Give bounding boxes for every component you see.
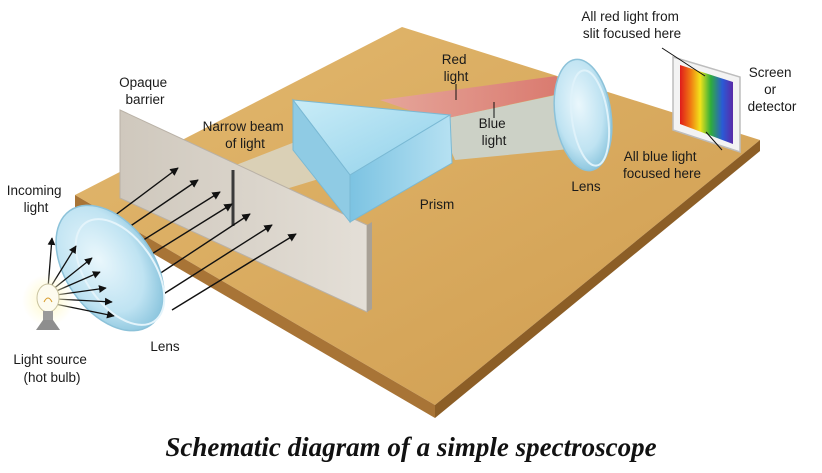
diagram-caption: Schematic diagram of a simple spectrosco… [165, 432, 657, 462]
lens-2 [553, 58, 613, 172]
label-pointers [455, 47, 723, 151]
label-light-source: Light source (hot bulb) [13, 352, 90, 385]
opaque-barrier [119, 109, 372, 313]
label-blue-light: Blue light [479, 116, 510, 148]
label-all-red-light: All red light from slit focused here [581, 9, 682, 41]
label-all-blue-light: All blue light focused here [623, 149, 701, 181]
label-screen-detector: Screen or detector [748, 65, 797, 114]
label-red-light: Red light [442, 52, 471, 84]
blue-beam [438, 92, 580, 160]
label-opaque-barrier: Opaque barrier [119, 75, 171, 107]
prism [291, 98, 453, 224]
light-bulb-icon [22, 274, 74, 330]
label-narrow-beam: Narrow beam of light [203, 119, 288, 151]
label-incoming-light: Incoming light [7, 183, 66, 215]
screen-detector [672, 55, 741, 154]
label-prism: Prism [420, 197, 455, 212]
lens-1 [55, 204, 166, 332]
label-lens-1: Lens [150, 339, 180, 354]
label-lens-2: Lens [571, 179, 601, 194]
red-beam [380, 76, 568, 120]
